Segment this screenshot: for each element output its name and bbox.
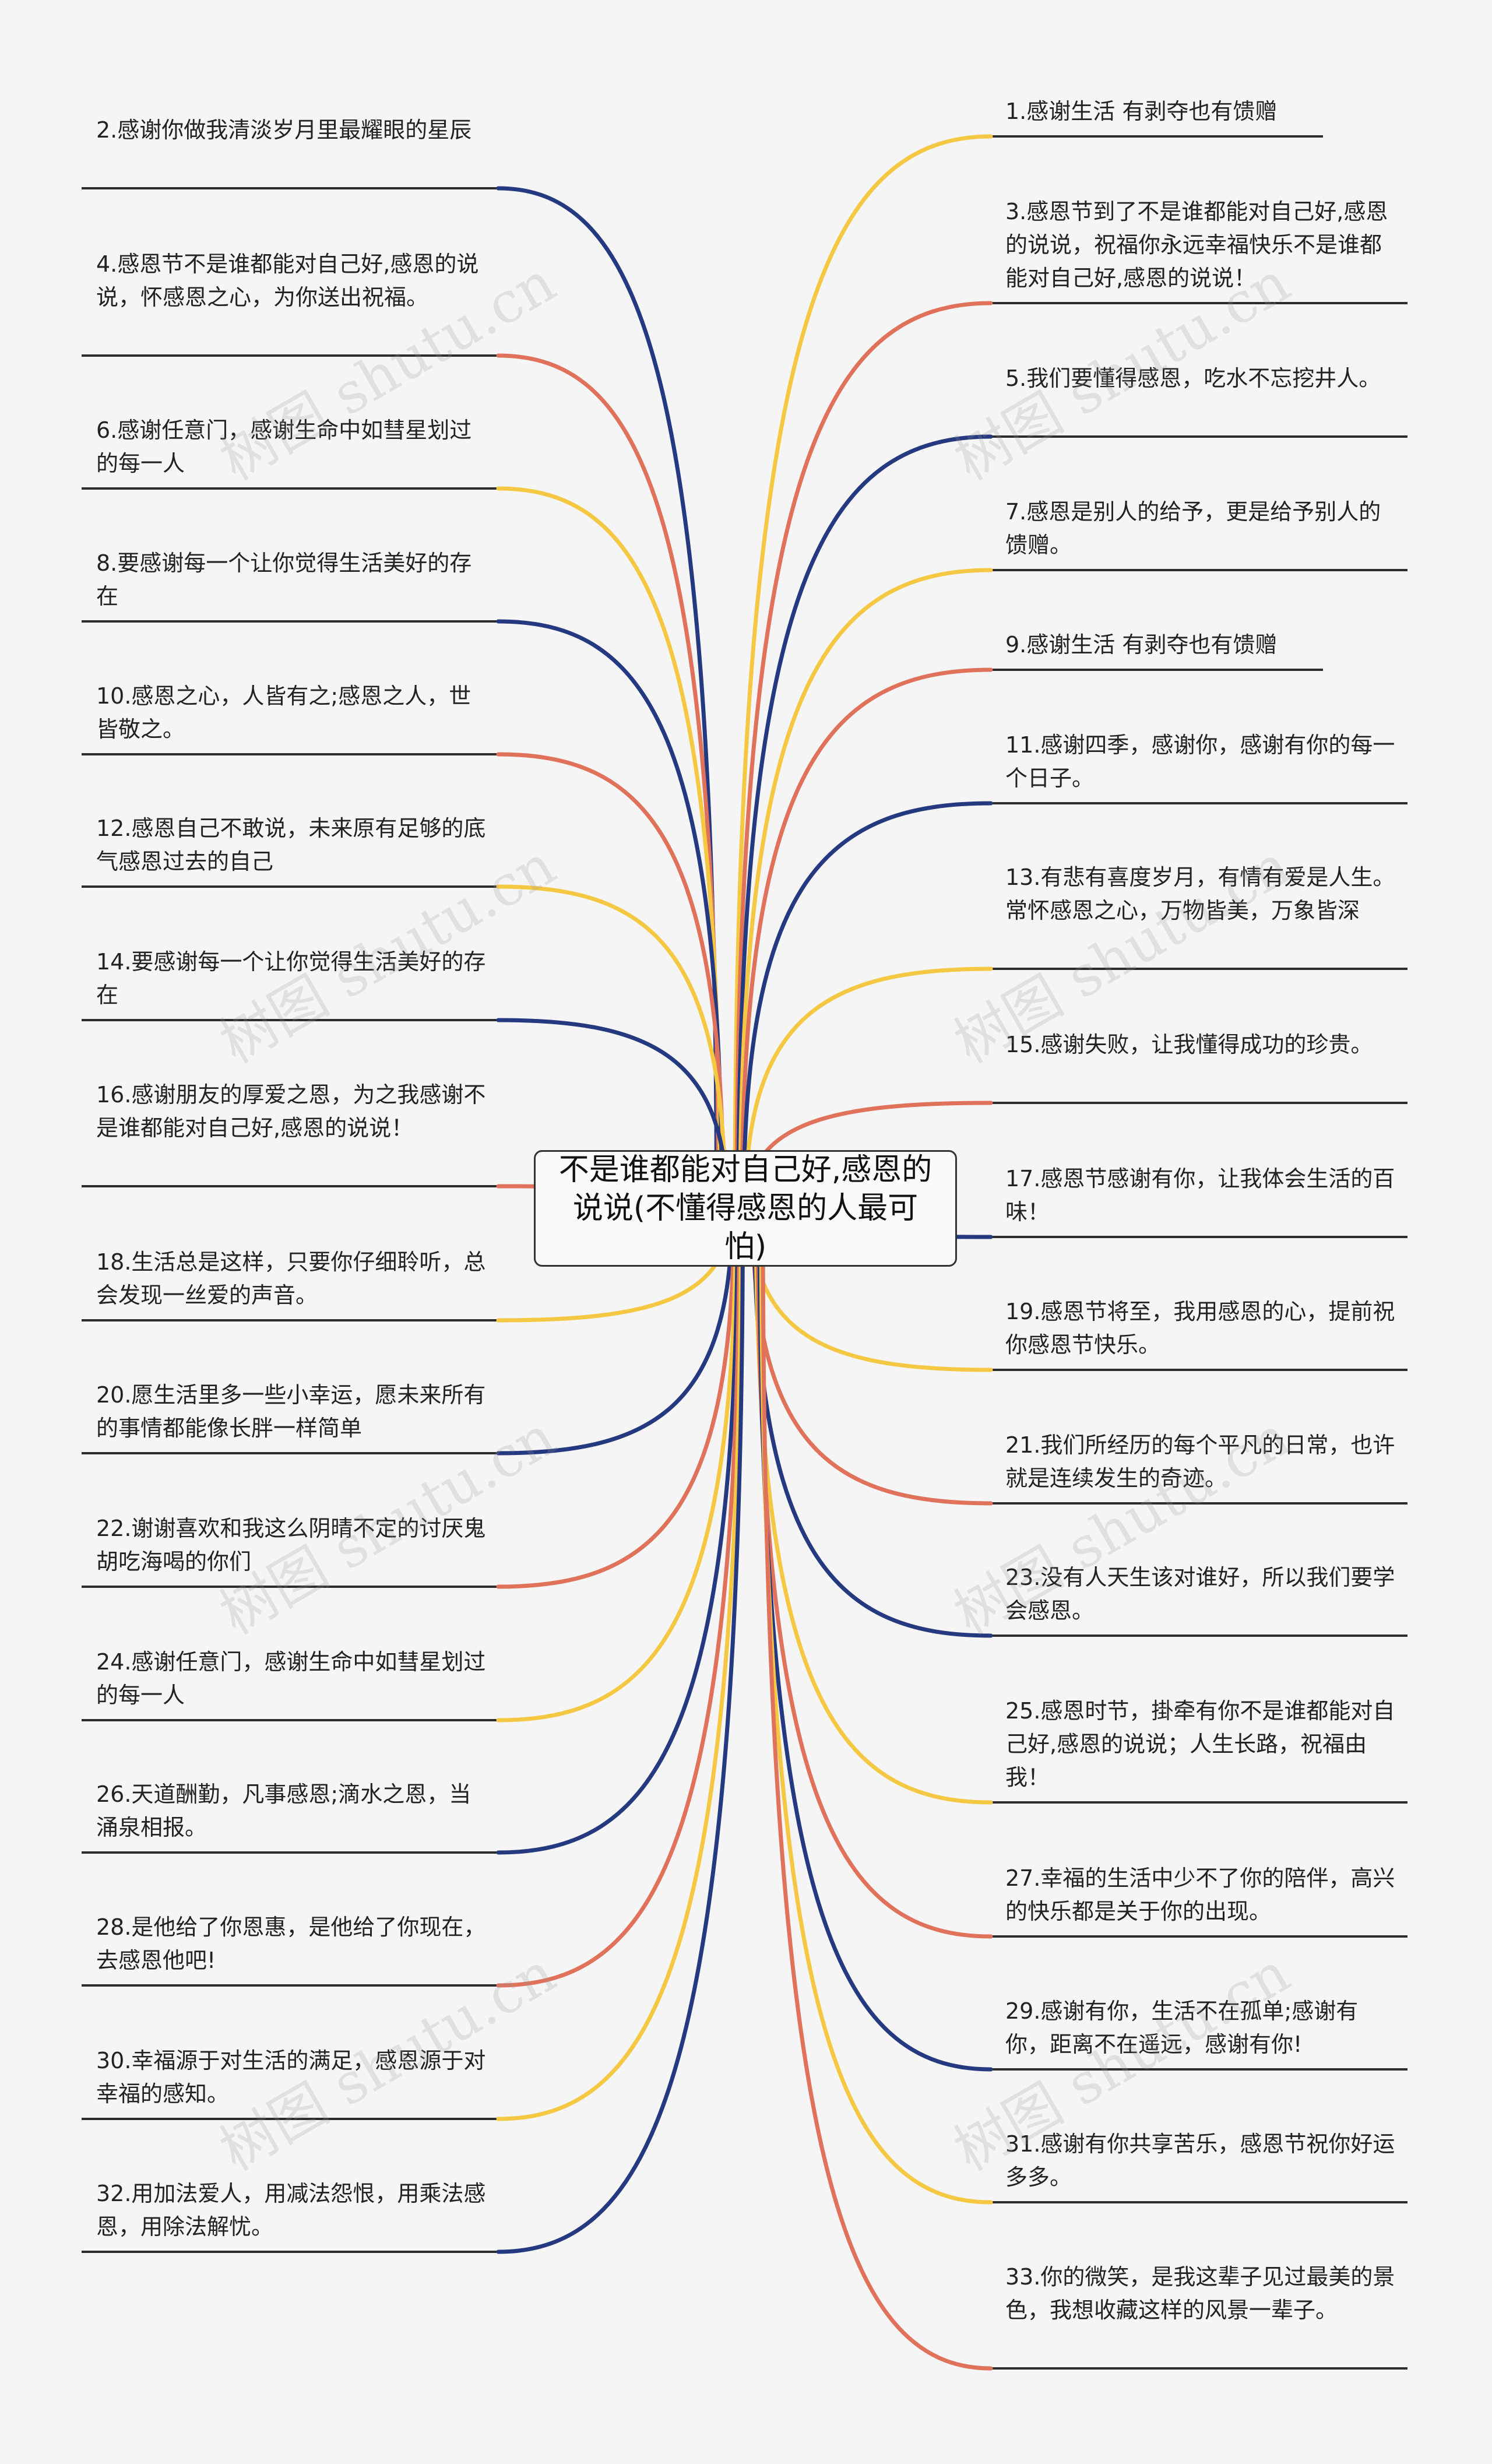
right-branch-node[interactable]: 25.感恩时节，掛牵有你不是谁都能对自己好,感恩的说说；人生长路，祝福由我！ [1005,1698,1395,1790]
right-branch-node[interactable]: 19.感恩节将至，我用感恩的心，提前祝你感恩节快乐。 [1005,1299,1395,1358]
right-connector [759,1206,993,2205]
left-connector [496,619,724,1211]
left-branch-node[interactable]: 26.天道酬勤，凡事感恩;滴水之恩，当涌泉相报。 [96,1781,471,1840]
right-branch-node[interactable]: 31.感谢有你共享苦乐，感恩节祝你好运多多。 [1005,2131,1395,2190]
right-branch-node[interactable]: 11.感谢四季，感谢你，感谢有你的每一个日子。 [1005,732,1395,791]
left-branch-node[interactable]: 10.感恩之心，人皆有之;感恩之人，世皆敬之。 [96,683,471,742]
right-connector [761,1206,993,2371]
left-connector [496,1206,743,2121]
right-branch-node[interactable]: 13.有悲有喜度岁月，有情有爱是人生。常怀感恩之心，万物皆美，万象皆深 [1005,864,1395,923]
left-branch-node[interactable]: 16.感谢朋友的厚爱之恩，为之我感谢不是谁都能对自己好,感恩的说说！ [96,1082,486,1141]
root-topic-label: 不是谁都能对自己好,感恩的说说(不懂得感恩的人最可怕) [558,1152,932,1264]
right-branch-node[interactable]: 29.感谢有你，生活不在孤单;感谢有你，距离不在遥远，感谢有你! [1005,1998,1359,2057]
left-branch-node[interactable]: 24.感谢任意门，感谢生命中如彗星划过的每一人 [96,1649,486,1708]
left-branch-node[interactable]: 18.生活总是这样，只要你仔细聆听，总会发现一丝爱的声音。 [96,1249,486,1308]
right-branch-node[interactable]: 15.感谢失败，让我懂得成功的珍贵。 [1005,1032,1373,1057]
left-branch-node[interactable]: 22.谢谢喜欢和我这么阴晴不定的讨厌鬼胡吃海喝的你们 [96,1516,486,1574]
right-connector [733,134,993,1211]
root-topic[interactable]: 不是谁都能对自己好,感恩的说说(不懂得感恩的人最可怕) [534,1150,957,1267]
right-branch-node[interactable]: 21.我们所经历的每个平凡的日常，也许就是连续发生的奇迹。 [1005,1432,1395,1491]
right-branch-node[interactable]: 9.感谢生活 有剥夺也有馈赠 [1005,632,1278,658]
right-branch-node[interactable]: 33.你的微笑，是我这辈子见过最美的景色，我想收藏这样的风景一辈子。 [1005,2264,1395,2323]
left-connector [496,1206,741,1988]
right-branch-node[interactable]: 7.感恩是别人的给予，更是给予别人的馈赠。 [1005,499,1381,558]
left-connector [496,486,722,1211]
right-connector [741,801,993,1211]
right-connector [743,966,993,1211]
left-connector [496,1206,740,1855]
right-connector [757,1206,993,2072]
left-branch-node[interactable]: 20.愿生活里多一些小幸运，愿未来所有的事情都能像长胖一样简单 [96,1382,486,1441]
left-branch-node[interactable]: 12.感恩自己不敢说，未来原有足够的底气感恩过去的自己 [96,816,486,874]
left-branch-node[interactable]: 30.幸福源于对生活的满足，感恩源于对幸福的感知。 [96,2048,486,2107]
left-connector [496,1206,745,2254]
left-connector [496,1206,738,1723]
left-connector [496,1206,736,1589]
left-connector [496,752,726,1211]
right-connector [752,1206,993,1638]
right-connector [755,1206,993,1939]
left-branch-node[interactable]: 8.要感谢每一个让你觉得生活美好的存在 [96,550,472,609]
right-connector [740,667,993,1211]
left-branch-node[interactable]: 4.感恩节不是谁都能对自己好,感恩的说说，怀感恩之心，为你送出祝福。 [96,251,479,310]
left-branch-node[interactable]: 28.是他给了你恩惠，是他给了你现在，去感恩他吧! [96,1914,486,1973]
right-connector [734,301,993,1211]
left-connector [496,1206,734,1456]
right-branch-node[interactable]: 17.感恩节感谢有你，让我体会生活的百味！ [1005,1166,1395,1225]
right-branch-node[interactable]: 27.幸福的生活中少不了你的陪伴，高兴的快乐都是关于你的出现。 [1005,1865,1395,1924]
right-branch-node[interactable]: 5.我们要懂得感恩，吃水不忘挖井人。 [1005,365,1381,391]
right-connector [736,434,993,1211]
right-branch-node[interactable]: 1.感谢生活 有剥夺也有馈赠 [1005,99,1278,124]
left-branch-node[interactable]: 14.要感谢每一个让你觉得生活美好的存在 [96,949,486,1008]
left-branch-node[interactable]: 2.感谢你做我清淡岁月里最耀眼的星辰 [96,117,472,143]
right-branch-node[interactable]: 3.感恩节到了不是谁都能对自己好,感恩的说说，祝福你永远幸福快乐不是谁都能对自己… [1005,199,1388,291]
left-branch-node[interactable]: 6.感谢任意门，感谢生命中如彗星划过的每一人 [96,417,472,476]
right-branch-node[interactable]: 23.没有人天生该对谁好，所以我们要学会感恩。 [1005,1565,1395,1623]
left-branch-node[interactable]: 32.用加法爱人，用减法怨恨，用乘法感恩，用除法解忧。 [96,2181,486,2240]
right-connector [738,568,993,1211]
left-connector [496,884,727,1211]
